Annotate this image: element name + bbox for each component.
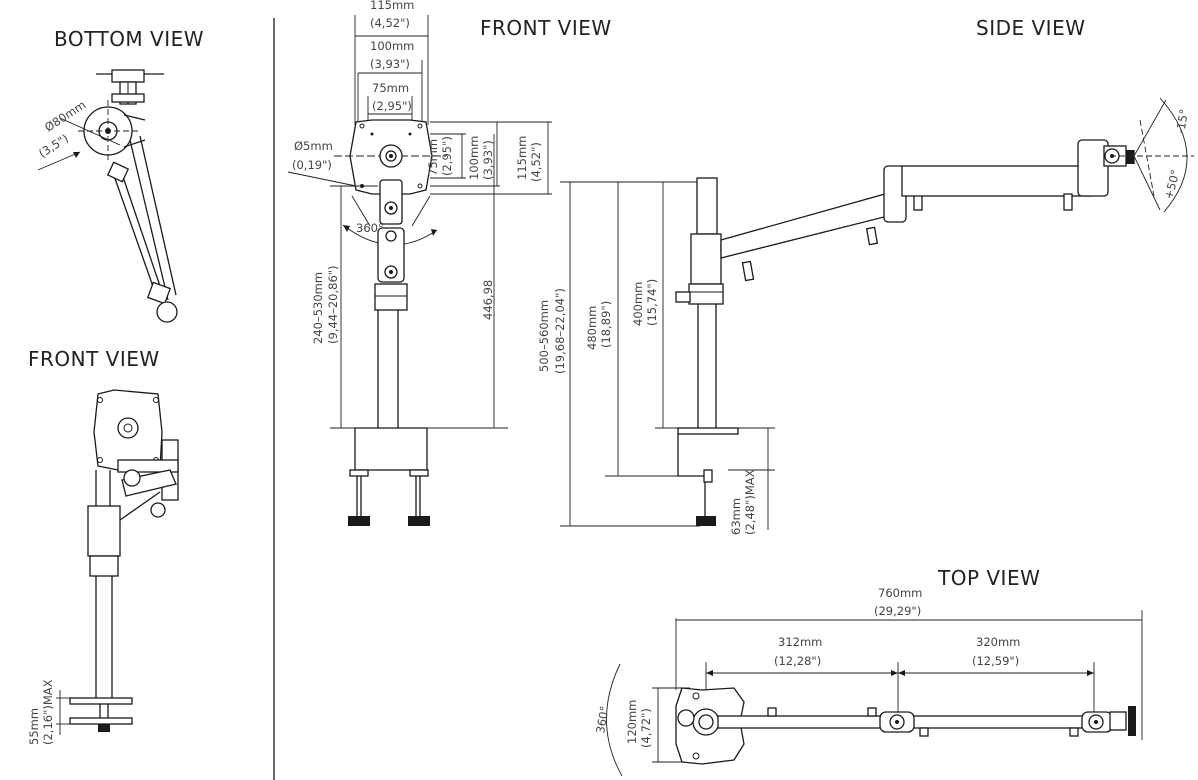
dim-vesa-100-in: (3,93")	[370, 57, 410, 71]
dim-v100-in: (3,93")	[481, 140, 495, 180]
dim-vesa-100-mm: 100mm	[370, 39, 414, 53]
dim-front-rotation: 360°	[356, 221, 384, 235]
dim-vesa-75-mm: 75mm	[372, 81, 409, 95]
dim-left-clamp-in: (2,16")MAX	[41, 679, 55, 745]
dim-top-120-mm: 120mm	[625, 700, 639, 744]
dim-tilt-down: +50°	[1161, 168, 1182, 201]
top-view-drawing	[606, 610, 1143, 777]
front-view-center-drawing	[287, 15, 552, 526]
dim-side-total-in: (19,68–22,04")	[553, 288, 567, 374]
front-view-left-drawing	[56, 389, 179, 735]
bottom-view-drawing	[37, 69, 178, 323]
side-view-drawing	[560, 97, 1194, 530]
dim-v75-mm: 75mm	[426, 139, 440, 176]
title-front-view-left: FRONT VIEW	[28, 347, 160, 371]
dim-side-clamp-mm: 63mm	[729, 498, 743, 535]
dim-v115-in: (4,52")	[529, 142, 543, 182]
dim-vesa-115-in: (4,52")	[370, 16, 410, 30]
dim-top-320-mm: 320mm	[976, 635, 1020, 649]
dim-top-312-in: (12,28")	[774, 654, 821, 668]
dim-top-760-mm: 760mm	[878, 586, 922, 600]
dim-base-dia-mm: Ø80mm	[42, 98, 88, 135]
dim-base-dia-in: (3,5")	[36, 131, 71, 160]
dim-v100-mm: 100mm	[467, 136, 481, 180]
dim-side-total-mm: 500–560mm	[537, 300, 551, 372]
dim-top-320-in: (12,59")	[972, 654, 1019, 668]
dim-tilt-up: -15°	[1173, 108, 1191, 135]
dim-hole-in: (0,19")	[292, 158, 332, 172]
title-bottom-view: BOTTOM VIEW	[54, 27, 204, 51]
dim-top-rotation: 360°	[593, 705, 612, 735]
dim-side-480-mm: 480mm	[585, 306, 599, 350]
dim-pole-range-mm: 240–530mm	[311, 272, 325, 344]
dim-top-312-mm: 312mm	[778, 635, 822, 649]
dim-vesa-115-mm: 115mm	[370, 0, 414, 12]
dim-side-480-in: (18,89")	[599, 301, 613, 348]
dim-left-clamp-mm: 55mm	[27, 708, 41, 745]
dim-side-clamp-in: (2,48")MAX	[743, 469, 757, 535]
dim-vesa-75-in: (2,95")	[372, 99, 412, 113]
dim-side-400-in: (15,74")	[645, 279, 659, 326]
title-top-view: TOP VIEW	[937, 566, 1040, 590]
title-side-view: SIDE VIEW	[976, 16, 1085, 40]
dim-top-120-in: (4,72")	[639, 708, 653, 748]
dim-hole-mm: Ø5mm	[294, 139, 333, 153]
dim-v115-mm: 115mm	[515, 136, 529, 180]
dim-v75-in: (2,95")	[440, 136, 454, 176]
dim-pole-range-in: (9,44–20,86")	[326, 265, 340, 344]
dim-top-760-in: (29,29")	[874, 604, 921, 618]
title-front-view-center: FRONT VIEW	[480, 16, 612, 40]
dim-side-400-mm: 400mm	[631, 282, 645, 326]
dim-pole-446: 446,98	[481, 280, 495, 320]
